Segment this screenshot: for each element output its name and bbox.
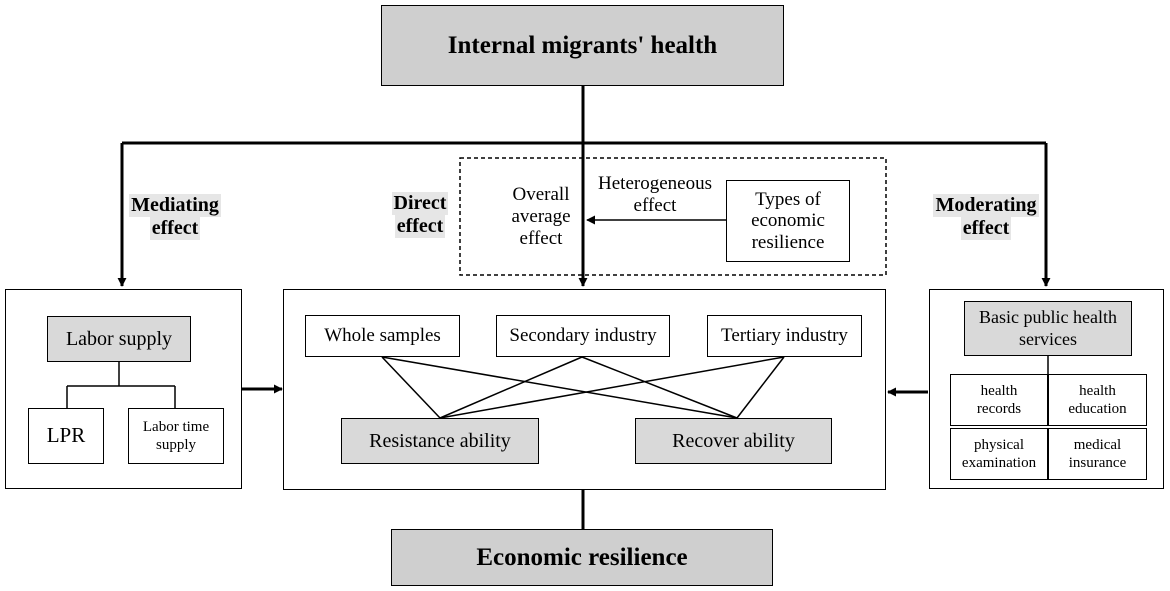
sample-link	[381, 356, 738, 419]
sample-link	[736, 356, 785, 419]
sample-link	[439, 356, 785, 419]
sample-box-secondary: Secondary industry	[496, 315, 670, 357]
mediating-panel	[5, 289, 242, 489]
types-of-resilience-box: Types of economic resilience	[726, 180, 850, 262]
sample-box-tertiary: Tertiary industry	[707, 315, 862, 357]
overall-average-effect: Overall average effect	[511, 184, 571, 250]
sample-link	[381, 356, 441, 419]
lpr-box: LPR	[28, 408, 104, 464]
basic-public-health-services-box: Basic public health services	[964, 301, 1132, 356]
outcome-text: Economic resilience	[476, 543, 688, 571]
labor-time-supply-box: Labor time supply	[128, 408, 224, 464]
resistance-ability-box: Resistance ability	[341, 418, 539, 464]
labor-supply-box: Labor supply	[47, 316, 191, 362]
title-box: Internal migrants' health	[381, 5, 784, 86]
sample-link	[581, 356, 738, 419]
medical-insurance-box: medical insurance	[1048, 428, 1147, 480]
heterogeneous-effect-label: Heterogeneous effect	[598, 173, 712, 217]
mediating-effect-label: Mediating effect	[129, 194, 221, 240]
direct-panel	[283, 289, 886, 490]
health-education-box: health education	[1048, 374, 1147, 426]
dashed-heterogeneity-frame	[459, 157, 887, 276]
title-text: Internal migrants' health	[447, 31, 718, 59]
direct-effect-label: Direct effect	[391, 192, 449, 238]
physical-examination-box: physical examination	[950, 428, 1048, 480]
outcome-box: Economic resilience	[391, 529, 773, 586]
recover-ability-box: Recover ability	[635, 418, 832, 464]
moderating-panel	[929, 289, 1164, 489]
sample-link	[439, 356, 583, 419]
sample-box-whole: Whole samples	[305, 315, 460, 357]
health-records-box: health records	[950, 374, 1048, 426]
moderating-effect-label: Moderating effect	[933, 194, 1039, 240]
